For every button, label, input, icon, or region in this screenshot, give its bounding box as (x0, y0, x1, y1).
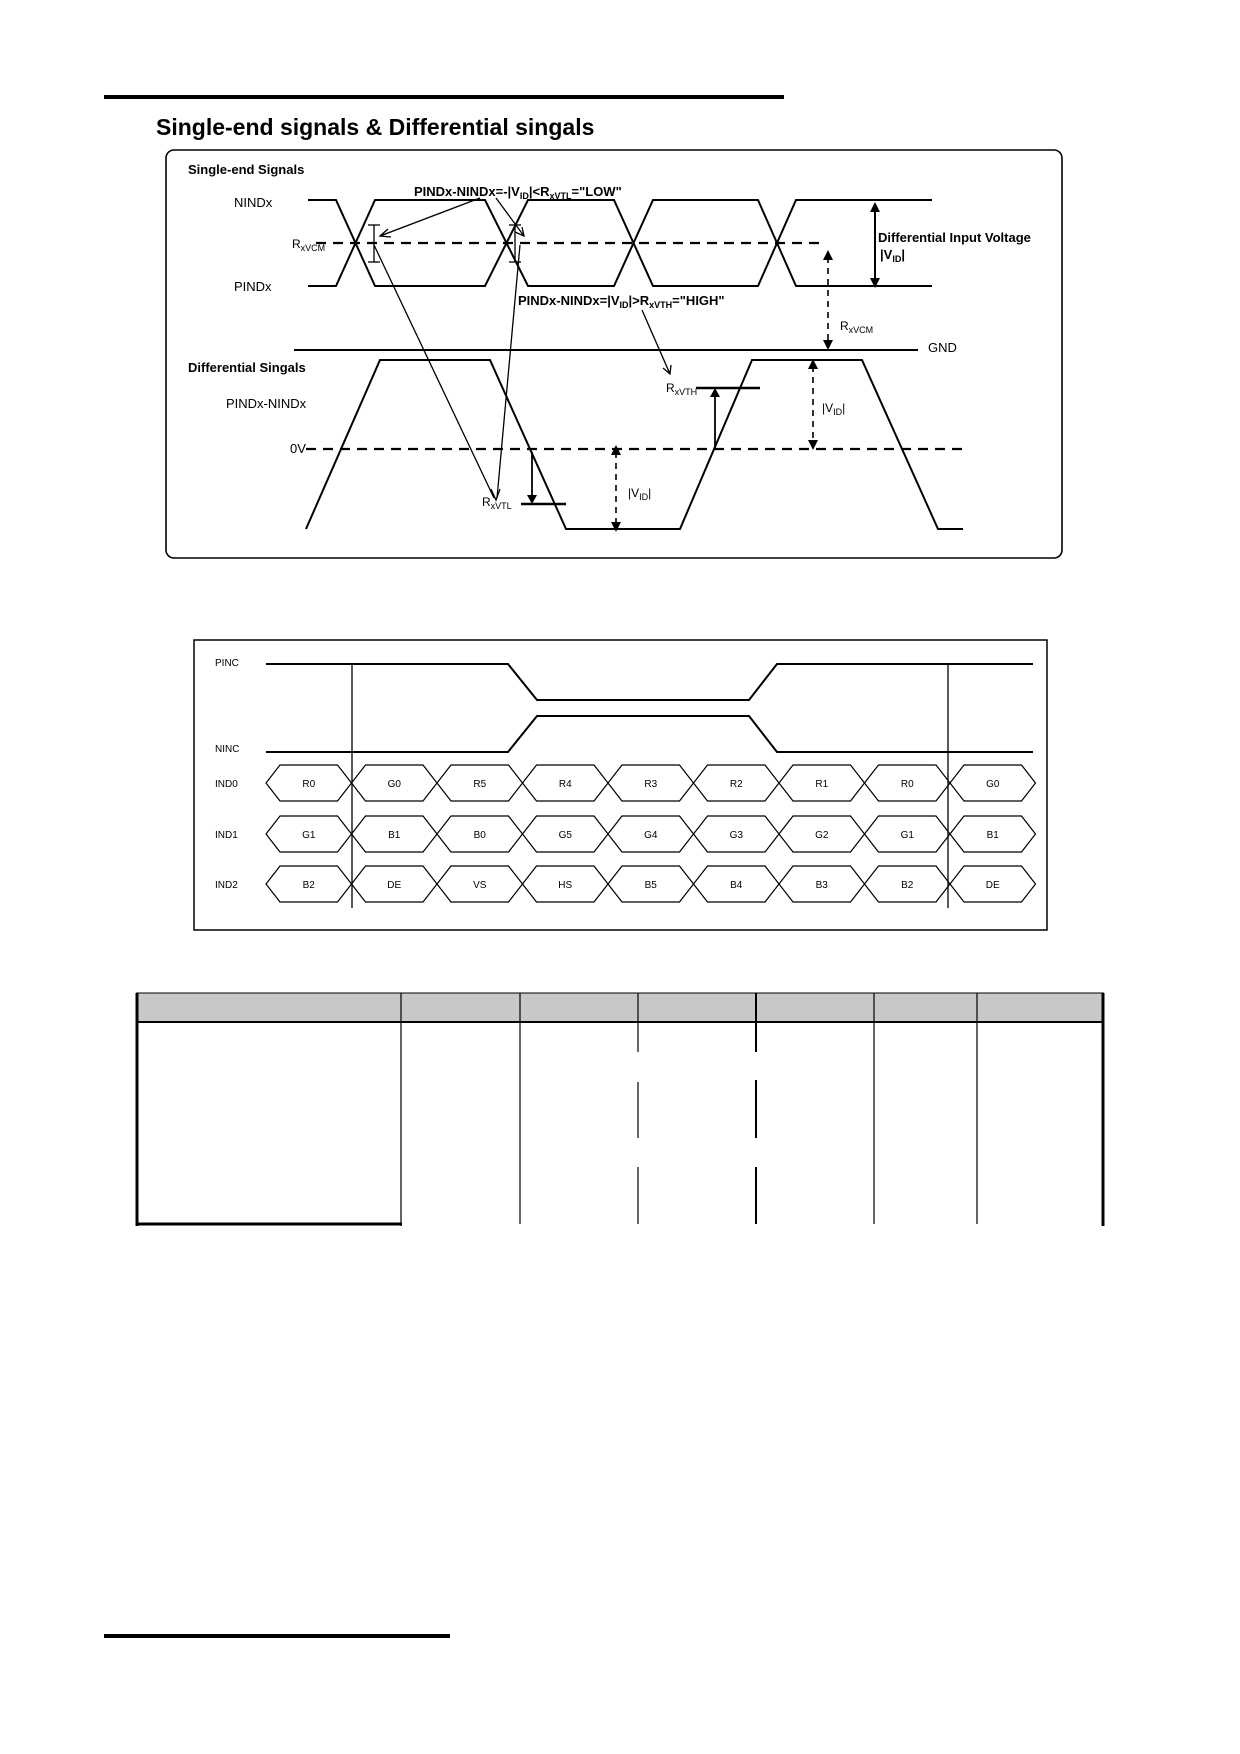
data-cell-shape (949, 815, 1037, 853)
bottom-rule (104, 1634, 450, 1638)
top-rule (104, 95, 784, 99)
data-cell-label: R3 (644, 779, 657, 790)
vid-label-upper: |VID| (822, 401, 845, 417)
data-cell-label: B1 (987, 830, 1000, 841)
data-cell-label: R0 (901, 779, 914, 790)
data-cell-label: R2 (730, 779, 743, 790)
high-note-arrow (641, 309, 672, 376)
vid-arrow-upper (808, 359, 818, 450)
signal-levels-figure: Single-end Signals NINDx PINDx RxVCM PIN… (165, 149, 1063, 559)
data-cell-label: G2 (815, 830, 829, 841)
vid-marker-left (368, 224, 380, 263)
vid-arrow-lower (611, 445, 621, 532)
differential-section-label: Differential Singals (188, 360, 306, 375)
data-cell-label: R0 (302, 779, 315, 790)
single-end-section-label: Single-end Signals (188, 162, 304, 177)
data-cell-label: B3 (816, 880, 829, 891)
rxvth-arrow (710, 388, 720, 448)
differential-voltage-arrow (870, 202, 880, 288)
data-cell-label: G1 (901, 830, 915, 841)
pindx-nindx-label: PINDx-NINDx (226, 396, 307, 411)
data-cell-label: R4 (559, 779, 572, 790)
data-cell-label: B2 (303, 880, 316, 891)
data-cell-label: B5 (645, 880, 658, 891)
differential-waveform (305, 359, 963, 530)
rxvcm-right-arrow (823, 250, 833, 350)
timing-frame (193, 639, 1048, 931)
zero-volt-label: 0V (290, 441, 306, 456)
rxvtl-arrow (527, 452, 537, 504)
vid-label-lower: |VID| (628, 486, 651, 502)
empty-table (135, 992, 1105, 1226)
page-heading: Single-end signals & Differential singal… (156, 114, 595, 140)
data-cell-label: B4 (730, 880, 743, 891)
pinc-label: PINC (215, 658, 239, 669)
vid-label-right: |VID| (880, 247, 905, 264)
rxvcm-right-label: RxVCM (840, 319, 873, 335)
ninc-label: NINC (215, 744, 239, 755)
row-label: IND0 (215, 779, 238, 790)
rxvth-label: RxVTH (666, 381, 697, 397)
data-cell-label: G3 (730, 830, 744, 841)
gnd-label: GND (928, 340, 957, 355)
data-cell-label: R5 (473, 779, 486, 790)
data-cell-label: DE (387, 880, 401, 891)
table-column-dividers (400, 993, 978, 1226)
rxvtl-pointer-lines (373, 244, 521, 502)
pindx-label: PINDx (234, 279, 272, 294)
rxvtl-label: RxVTL (482, 495, 512, 511)
ninc-waveform (266, 715, 1033, 753)
differential-input-voltage-label: Differential Input Voltage (878, 230, 1031, 245)
rxvcm-left-label: RxVCM (292, 237, 325, 253)
data-cell-label: R1 (815, 779, 828, 790)
data-cell-label: B1 (388, 830, 401, 841)
low-condition-note: PINDx-NINDx=-|VID|<RxVTL="LOW" (414, 184, 622, 201)
pinc-waveform (266, 663, 1033, 701)
data-cell-shape (949, 865, 1037, 903)
row-label: IND1 (215, 830, 238, 841)
data-cell-label: HS (558, 880, 572, 891)
data-cell-label: G0 (388, 779, 402, 790)
data-cell-label: G4 (644, 830, 658, 841)
data-cell-label: DE (986, 880, 1000, 891)
row-label: IND2 (215, 880, 238, 891)
figure-frame (165, 149, 1063, 559)
data-cell-label: B2 (901, 880, 914, 891)
data-cell-label: G1 (302, 830, 316, 841)
high-condition-note: PINDx-NINDx=|VID|>RxVTH="HIGH" (518, 293, 725, 310)
nindx-label: NINDx (234, 195, 273, 210)
data-cell-label: VS (473, 880, 487, 891)
data-cell-label: G5 (559, 830, 573, 841)
low-note-arrows (378, 197, 525, 238)
data-cell-label: G0 (986, 779, 1000, 790)
table-header-band (136, 993, 1104, 1021)
data-cell-shape (949, 764, 1037, 802)
data-cell-label: B0 (474, 830, 487, 841)
